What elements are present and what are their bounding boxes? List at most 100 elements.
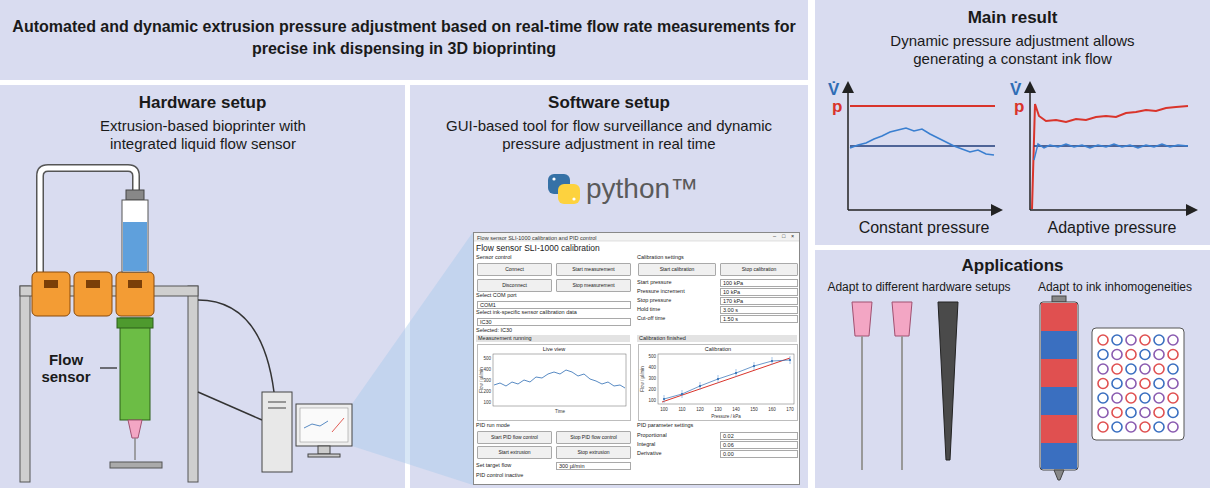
gui-button: Start PID flow control bbox=[477, 431, 552, 444]
input-field: 100 kPa bbox=[720, 279, 798, 287]
gui-button: Connect bbox=[477, 263, 552, 276]
tick-label: 500 bbox=[648, 354, 656, 359]
input-field: 0.06 bbox=[720, 441, 798, 449]
tick-label: 160 bbox=[768, 407, 776, 412]
tick-label: 300 bbox=[483, 378, 491, 383]
tick-label: 170 bbox=[786, 407, 794, 412]
panel-heading: Software setup bbox=[410, 93, 808, 113]
gui-label: Set target flow bbox=[476, 462, 511, 469]
node-text: 170 kPa bbox=[723, 298, 743, 304]
setup-panel: Hardware setupExtrusion-based bioprinter… bbox=[0, 85, 405, 488]
callout-label: Flow sensor bbox=[35, 351, 97, 385]
node-text: 3.00 s bbox=[723, 307, 738, 313]
panel-heading: Hardware setup bbox=[0, 93, 405, 113]
gui-label: Calibration settings bbox=[637, 254, 684, 261]
tick-label: 500 bbox=[483, 356, 491, 361]
plot-box: Live view bbox=[477, 344, 631, 421]
node-text: GUI-based tool for flow surveillance and… bbox=[440, 117, 778, 153]
tick-label: 400 bbox=[483, 367, 491, 372]
input-field: 1.50 s bbox=[720, 315, 798, 323]
gui-label: Sensor control bbox=[476, 254, 511, 261]
setup-panel: Software setupGUI-based tool for flow su… bbox=[410, 85, 808, 488]
node-text: 0.00 bbox=[723, 451, 734, 457]
gui-window: Flow sensor SLI-1000 calibration and PID… bbox=[473, 232, 800, 485]
node-text: 0.06 bbox=[723, 442, 734, 448]
input-field: 0.00 bbox=[720, 450, 798, 458]
tick-label: 140 bbox=[732, 407, 740, 412]
gui-label: – bbox=[773, 233, 776, 240]
panel-heading: Applications bbox=[815, 256, 1210, 276]
input-field: IC30 bbox=[477, 318, 631, 326]
gui-button: Stop PID flow control bbox=[556, 431, 631, 444]
chart-caption: Adaptive pressure bbox=[1048, 219, 1177, 237]
node-text: 100 kPa bbox=[723, 280, 743, 286]
gui-label: Derivative bbox=[637, 450, 661, 457]
input-field: 10 kPa bbox=[720, 288, 798, 296]
bioprinter bbox=[20, 168, 473, 485]
node-text: 0.02 bbox=[723, 433, 734, 439]
input-field: 3.00 s bbox=[720, 306, 798, 314]
result-panel: Main resultDynamic pressure adjustment a… bbox=[815, 0, 1210, 245]
gui-button: Disconnect bbox=[477, 279, 552, 292]
axis-symbol: p bbox=[832, 97, 842, 117]
tick-label: 120 bbox=[696, 407, 704, 412]
input-field: 300 µl/min bbox=[556, 462, 631, 470]
gui-label: Calibration finished bbox=[637, 335, 797, 342]
node-text: 1.50 s bbox=[723, 316, 738, 322]
tick-label: 200 bbox=[648, 387, 656, 392]
gui-button: Start measurement bbox=[556, 263, 631, 276]
gui-label: Stop pressure bbox=[637, 297, 671, 304]
input-field: 0.02 bbox=[720, 432, 798, 440]
node-text: Connect bbox=[478, 264, 551, 275]
gui-label: Pressure increment bbox=[637, 288, 685, 295]
tick-label: 200 bbox=[483, 389, 491, 394]
node-text: Adapt to ink inhomogeneities bbox=[1025, 280, 1205, 294]
node-text: Live view bbox=[478, 346, 630, 353]
node-text: Calibration bbox=[639, 346, 797, 353]
gui-label: PID run mode bbox=[476, 422, 510, 429]
gui-label: PID parameter settings bbox=[637, 422, 693, 429]
node-text: Stop measurement bbox=[557, 280, 630, 291]
tick-label: 130 bbox=[714, 407, 722, 412]
axis-symbol: p bbox=[1014, 97, 1024, 117]
node-text: Stop PID flow control bbox=[557, 432, 630, 443]
applications-art bbox=[852, 296, 1184, 480]
gui-button: Stop measurement bbox=[556, 279, 631, 292]
gui-label: Flow / µl/min bbox=[479, 367, 484, 392]
logo-text: python™ bbox=[586, 174, 698, 204]
gui-label: PID control inactive bbox=[476, 472, 523, 479]
node-text: 10 kPa bbox=[723, 289, 740, 295]
gui-label: Start pressure bbox=[637, 279, 672, 286]
node-text: Stop extrusion bbox=[557, 447, 630, 458]
gui-label: Pressure / kPa bbox=[711, 414, 741, 419]
gui-button: Start extrusion bbox=[477, 446, 552, 459]
node-text: Stop calibration bbox=[721, 264, 797, 275]
node-text: Start extrusion bbox=[478, 447, 551, 458]
tick-label: 150 bbox=[750, 407, 758, 412]
tick-label: 100 bbox=[648, 398, 656, 403]
setup-panel: ApplicationsAdapt to different hardware … bbox=[815, 250, 1210, 488]
gui-label: Hold time bbox=[637, 306, 660, 313]
title: Automated and dynamic extrusion pressure… bbox=[9, 16, 799, 60]
node-text: Start PID flow control bbox=[478, 432, 551, 443]
gui-button: Start calibration bbox=[638, 263, 716, 276]
gui-label: Selected: IC30 bbox=[476, 327, 512, 334]
gui-label: Select ink-specific sensor calibration d… bbox=[476, 309, 577, 316]
gui-button: Stop extrusion bbox=[556, 446, 631, 459]
gui-backdrop bbox=[473, 232, 800, 485]
tick-label: 300 bbox=[648, 376, 656, 381]
input-field: 170 kPa bbox=[720, 297, 798, 305]
python-logo bbox=[548, 174, 580, 204]
node-text: Adapt to different hardware setups bbox=[823, 280, 1015, 294]
node-text: IC30 bbox=[480, 319, 492, 325]
tick-label: 110 bbox=[678, 407, 685, 412]
node-text: Disconnect bbox=[478, 280, 551, 291]
panel-heading: Main result bbox=[815, 8, 1210, 28]
node-text: Extrusion-based bioprinter with integrat… bbox=[72, 117, 334, 153]
gui-label: □ bbox=[782, 233, 785, 240]
tick-label: 400 bbox=[648, 365, 656, 370]
gui-label: Integral bbox=[637, 441, 655, 448]
gui-label: Flow / µl/min bbox=[640, 366, 645, 391]
gui-label: Select COM port bbox=[476, 292, 517, 299]
